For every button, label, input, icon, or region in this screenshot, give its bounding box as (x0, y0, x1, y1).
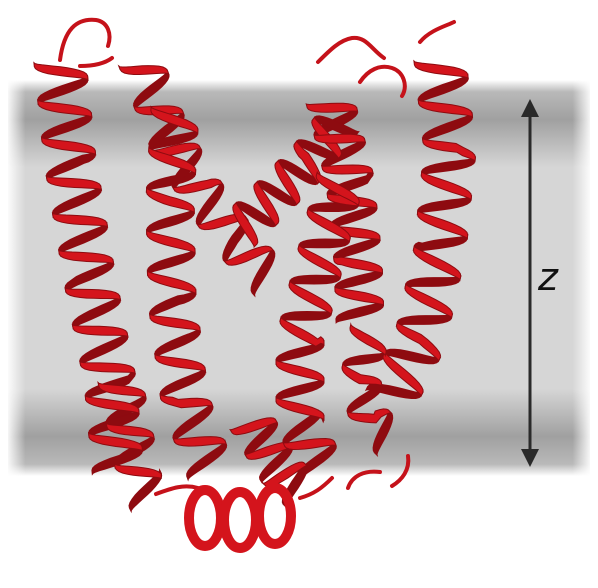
helix-10-turn (341, 361, 383, 388)
helix-7-turn (334, 285, 385, 307)
helix-2-turn (250, 246, 276, 298)
helix-1-turn (71, 323, 129, 338)
helix-8-turn (279, 315, 325, 347)
helix-5-turn (259, 461, 308, 488)
helix-9-turn (420, 170, 473, 202)
bottom-helix-turn (219, 487, 261, 553)
helix-3-turn (154, 352, 207, 374)
helix-9-turn (382, 350, 424, 398)
helix-1-turn (91, 445, 143, 476)
helix-3-turn (186, 439, 228, 482)
helix-1-turn (87, 431, 143, 453)
helix-9-turn (412, 244, 462, 282)
loops (58, 17, 456, 500)
helix-8-turn (288, 279, 333, 316)
helix-7-turn (332, 255, 384, 275)
helix-6-turn (253, 180, 280, 227)
helix-5-turn (229, 417, 279, 436)
helix-3-turn (150, 105, 199, 136)
helix-10-turn (346, 408, 393, 424)
helix-9-turn (413, 59, 469, 80)
helix-2-turn (117, 64, 170, 76)
bottom-helix (184, 483, 296, 553)
helix-9-turn (395, 320, 442, 363)
helix-7-turn (313, 133, 367, 144)
helix-9-turn (421, 137, 476, 163)
helix-10-turn (372, 408, 394, 458)
helix-4-turn (97, 381, 147, 400)
helix-1-turn (33, 61, 89, 82)
bottom-helix-turn (254, 483, 296, 549)
helix-1-turn (58, 249, 115, 266)
helix-9-turn (416, 208, 469, 241)
helix-7-turn (305, 102, 359, 113)
helix-7-turn (320, 164, 374, 175)
helix-8-turn (282, 437, 338, 451)
helix-1-turn (51, 212, 109, 229)
helix-3-turn (146, 228, 196, 255)
z-axis-label: z (538, 255, 558, 299)
helix-3-turn (148, 312, 201, 334)
helix-9-turn (404, 282, 453, 320)
helix-1-turn (45, 174, 103, 192)
helix-4-turn (113, 462, 162, 479)
helix-3-turn (146, 269, 197, 296)
helix-10-turn (349, 322, 387, 358)
helix-8-turn (275, 395, 325, 422)
helix-3-turn (159, 392, 214, 409)
helix-bundle (33, 59, 477, 514)
helix-8-turn (297, 243, 342, 280)
helix-3-turn (148, 145, 197, 176)
helix-9-turn (364, 383, 424, 399)
helix-6-turn (293, 139, 322, 185)
bottom-helix-turn (184, 485, 226, 551)
helix-3-turn (172, 436, 228, 447)
helix-8-turn (275, 358, 325, 384)
helix-1-turn (79, 360, 136, 375)
helix-9-turn (417, 98, 474, 119)
helix-4-turn (105, 421, 155, 440)
helix-6-turn (274, 159, 301, 206)
helix-2-turn (171, 178, 225, 194)
helix-1-turn (84, 394, 140, 415)
helix-3-turn (145, 186, 195, 215)
helix-1-turn (37, 98, 93, 119)
helix-8-turn (306, 207, 351, 244)
helix-1-turn (64, 286, 122, 302)
helix-8-turn (315, 170, 360, 208)
helix-2-turn (222, 245, 276, 266)
helix-7-turn (335, 300, 385, 324)
helix-1-turn (40, 136, 97, 156)
helix-6-turn (232, 201, 259, 249)
